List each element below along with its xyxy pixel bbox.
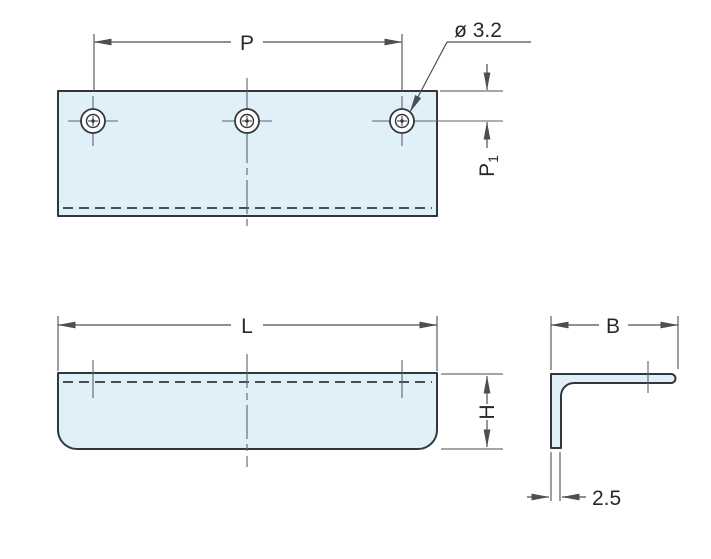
- dimension-edge-distance-p1: P1: [440, 64, 503, 177]
- mounting-hole-2: [234, 108, 260, 134]
- front-view-centerlines: [92, 354, 403, 467]
- dimension-width-b: B: [550, 315, 679, 370]
- dimension-height-h: H: [441, 373, 503, 450]
- mounting-holes: [80, 108, 415, 134]
- side-view: B 2.5: [527, 315, 679, 510]
- hole-diameter-label: ø 3.2: [454, 19, 502, 42]
- leader-hole-diameter: ø 3.2: [409, 19, 531, 113]
- length-label: L: [241, 315, 253, 338]
- mounting-hole-3: [389, 108, 415, 134]
- dimension-pitch-p: P: [93, 32, 403, 91]
- front-view: L H: [57, 315, 503, 467]
- edge-distance-label: P1: [476, 155, 501, 177]
- height-label: H: [476, 404, 499, 419]
- pitch-label: P: [240, 32, 254, 55]
- dimension-length-l: L: [57, 315, 438, 371]
- side-view-profile: [550, 373, 677, 449]
- thickness-label: 2.5: [592, 487, 621, 510]
- top-view: P ø 3.2 P1: [57, 19, 531, 229]
- dimension-thickness: 2.5: [527, 452, 621, 510]
- mounting-hole-1: [80, 108, 106, 134]
- width-label: B: [606, 315, 620, 338]
